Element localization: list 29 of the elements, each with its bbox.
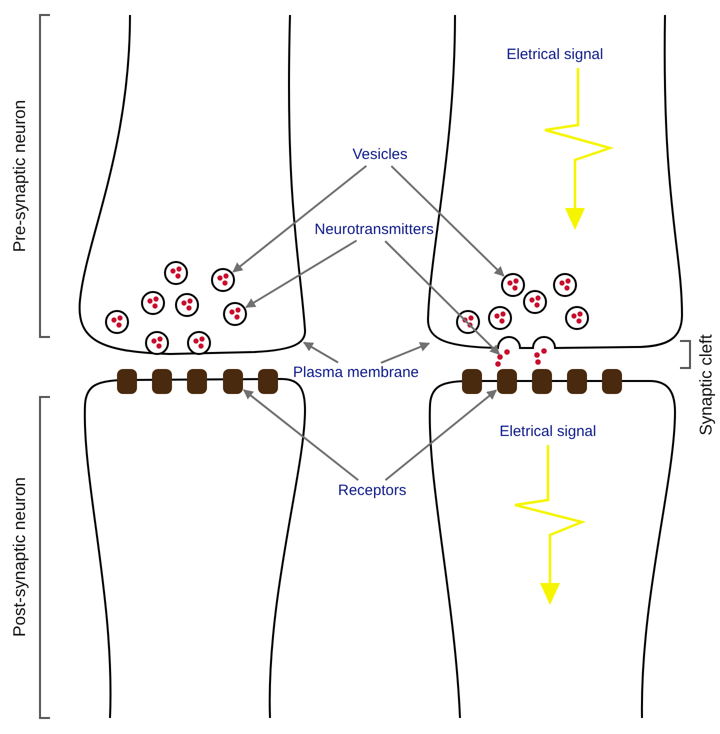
receptor: [117, 369, 137, 394]
receptor: [223, 369, 243, 394]
leader-line: [232, 165, 367, 273]
receptor: [497, 369, 517, 394]
receptor: [602, 369, 622, 394]
leader-line: [380, 342, 430, 364]
leader-line: [243, 389, 359, 481]
receptor: [567, 369, 587, 394]
receptor: [187, 369, 207, 394]
leader-line: [390, 165, 504, 277]
leader-line: [303, 342, 339, 364]
part-label: Receptors: [338, 482, 406, 500]
part-label: Neurotransmitters: [314, 221, 434, 239]
signal-label: Eletrical signal: [506, 46, 604, 64]
side-label: Pre-synaptic neuron: [10, 100, 30, 252]
neurotransmitter-dots: [495, 348, 547, 367]
receptor: [152, 369, 172, 394]
leader-line: [384, 389, 497, 481]
leader-line: [384, 240, 500, 355]
signal-label: Eletrical signal: [500, 423, 596, 441]
side-label: Post-synaptic neuron: [10, 477, 30, 637]
part-label: Vesicles: [352, 146, 408, 164]
leader-line: [245, 240, 358, 308]
neuron-outline: [78, 14, 306, 355]
side-label: Synaptic cleft: [696, 334, 716, 436]
receptor: [532, 369, 552, 394]
part-label: Plasma membrane: [293, 364, 419, 382]
receptor: [462, 369, 482, 394]
receptor: [258, 369, 278, 394]
